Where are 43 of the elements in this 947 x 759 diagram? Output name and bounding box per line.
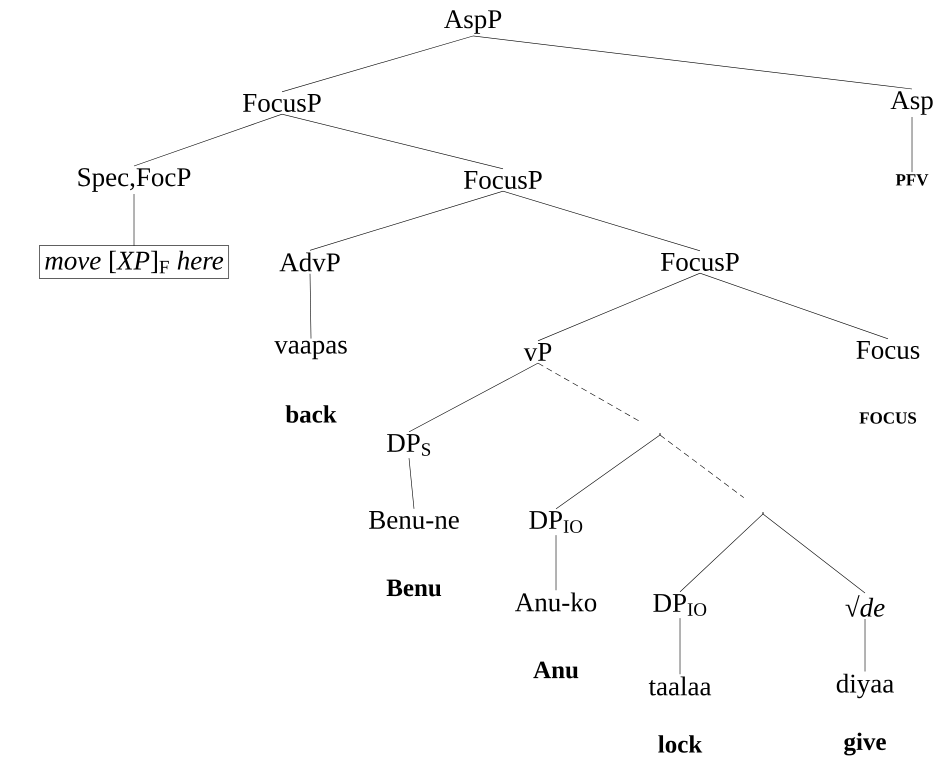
tree-label: DP$_{IO}$: [653, 594, 706, 616]
gloss-text: lock: [658, 735, 702, 753]
tree-label: PFV: [896, 174, 928, 186]
tree-label: Benu-ne: [369, 511, 459, 529]
gloss-text: give: [844, 732, 886, 756]
tree-label: Anu-ko: [515, 592, 596, 612]
gloss-text: Anu: [533, 662, 578, 678]
tree-label: DP$_{IO}$: [529, 511, 582, 533]
branch-line: [310, 273, 312, 339]
tree-label: Spec,FocP: [78, 168, 190, 192]
tree-label: FocusP: [464, 171, 542, 189]
branch-line: [282, 114, 504, 170]
tree-label: vP: [524, 343, 552, 361]
branch-line: [408, 458, 414, 510]
branch-line: [864, 618, 866, 672]
gloss-text: FOCUS: [860, 412, 916, 424]
branch-line: [282, 36, 474, 92]
branch-line: [556, 434, 660, 510]
tree-label: vaapas: [274, 340, 347, 360]
tree-label: DP$_{S}$: [387, 434, 430, 456]
gloss-text: back: [286, 405, 337, 423]
tree-label: Asp: [890, 91, 933, 115]
tree-label: diyaa: [836, 674, 894, 698]
tree-label: AdvP: [280, 252, 340, 272]
tree-label: taalaa: [648, 676, 712, 696]
branch-line: [538, 362, 640, 422]
branch-line: [660, 434, 744, 498]
tree-label: √de: [846, 595, 885, 617]
branch-line: [408, 362, 538, 432]
branch-line: [134, 114, 282, 166]
tree-label: Focus: [856, 341, 920, 359]
branch-line: [472, 36, 912, 90]
branch-line: [762, 514, 866, 594]
branch-line: [310, 190, 504, 251]
tree-label: AspP: [444, 10, 502, 34]
branch-line: [538, 272, 700, 342]
branch-line: [680, 514, 764, 592]
gloss-text: Benu: [386, 580, 442, 596]
branch-line: [700, 272, 888, 340]
branch-line: [502, 190, 700, 252]
tree-label: FocusP: [661, 253, 739, 271]
text-box: move [XP]$_{F}$ here: [39, 245, 230, 279]
tree-label: FocusP: [243, 94, 321, 112]
